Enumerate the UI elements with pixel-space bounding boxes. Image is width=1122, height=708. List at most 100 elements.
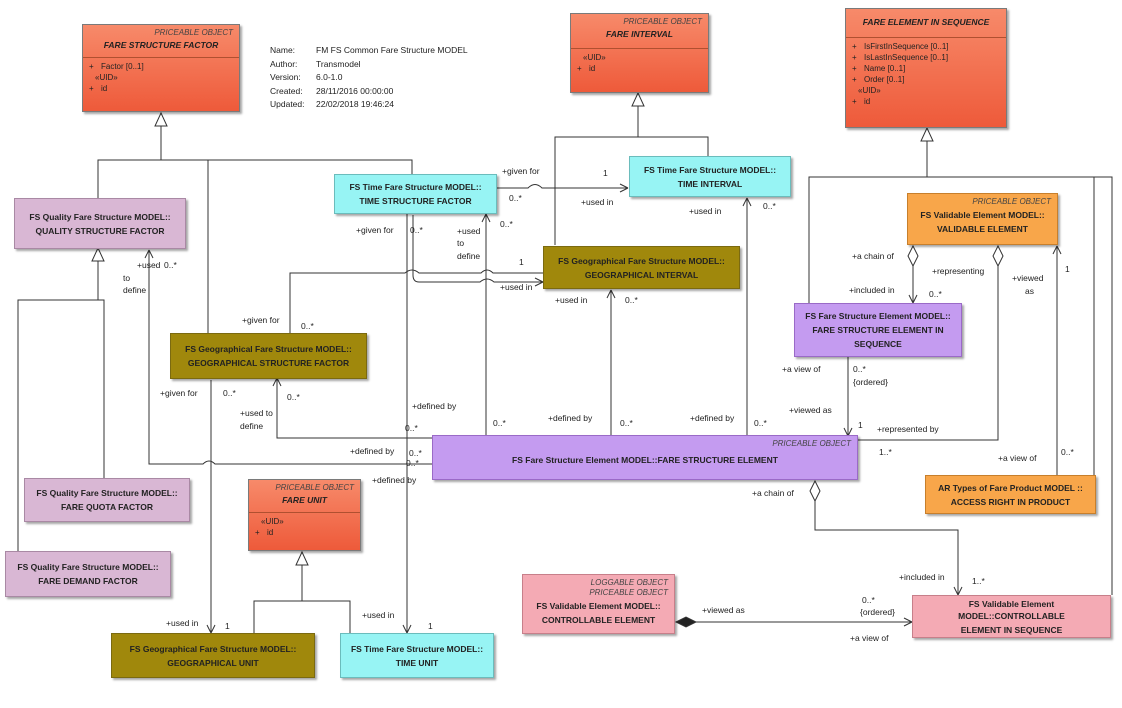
role-label: +used in bbox=[166, 618, 199, 628]
class-fare-structure-element-in-sequence[interactable]: FS Fare Structure Element MODEL:: FARE S… bbox=[794, 303, 962, 357]
assoc-gsf-gi bbox=[289, 269, 543, 333]
meta-updated-key: Updated: bbox=[270, 99, 305, 109]
role-label: +given for bbox=[502, 166, 540, 176]
meta-version: 6.0-1.0 bbox=[316, 72, 343, 82]
class-validable-element[interactable]: PRICEABLE OBJECT FS Validable Element MO… bbox=[907, 193, 1058, 245]
attribute: IsFirstInSequence [0..1] bbox=[864, 42, 949, 51]
class-geographical-interval[interactable]: FS Geographical Fare Structure MODEL:: G… bbox=[543, 246, 740, 289]
multiplicity: 0..* bbox=[287, 392, 300, 402]
role-label: +used bbox=[137, 260, 161, 270]
class-title-line2: TIME STRUCTURE FACTOR bbox=[359, 196, 472, 206]
role-label: +representing bbox=[932, 266, 985, 276]
class-title-line1: FS Geographical Fare Structure MODEL:: bbox=[558, 255, 725, 266]
generalization-demand bbox=[17, 250, 99, 551]
visibility: + bbox=[577, 64, 582, 73]
role-label: as bbox=[1025, 286, 1034, 296]
generalization-quality-factor bbox=[97, 115, 162, 198]
class-title: FARE UNIT bbox=[282, 495, 327, 505]
class-time-structure-factor[interactable]: FS Time Fare Structure MODEL:: TIME STRU… bbox=[334, 174, 497, 214]
stereotype: PRICEABLE OBJECT bbox=[623, 17, 702, 26]
role-label: +given for bbox=[160, 388, 198, 398]
multiplicity: 1 bbox=[603, 168, 608, 178]
class-fare-structure-factor[interactable]: PRICEABLE OBJECT FARE STRUCTURE FACTOR +… bbox=[82, 24, 240, 112]
assoc-tsf-gi bbox=[412, 215, 543, 283]
visibility: + bbox=[255, 528, 260, 537]
visibility: + bbox=[852, 53, 857, 62]
role-label: to bbox=[123, 273, 131, 283]
class-access-right-in-product[interactable]: AR Types of Fare Product MODEL :: ACCESS… bbox=[925, 475, 1096, 514]
generalization-geo-unit bbox=[253, 554, 303, 633]
class-fare-element-in-sequence[interactable]: FARE ELEMENT IN SEQUENCE + IsFirstInSeque… bbox=[845, 8, 1007, 128]
class-quality-structure-factor[interactable]: FS Quality Fare Structure MODEL:: QUALIT… bbox=[14, 198, 186, 249]
constraint: {ordered} bbox=[853, 377, 888, 387]
meta-author: Transmodel bbox=[316, 58, 361, 69]
meta-updated: 22/02/2018 19:46:24 bbox=[316, 99, 394, 109]
generalization-quota bbox=[98, 299, 105, 478]
stereotype-2: PRICEABLE OBJECT bbox=[589, 588, 668, 597]
class-title-line1: FS Fare Structure Element MODEL:: bbox=[805, 311, 951, 321]
multiplicity: 0..* bbox=[862, 595, 875, 605]
multiplicity: 0..* bbox=[509, 193, 522, 203]
class-fare-interval[interactable]: PRICEABLE OBJECT FARE INTERVAL «UID» +id bbox=[570, 13, 709, 93]
role-label: +viewed as bbox=[702, 605, 745, 615]
role-label: +a view of bbox=[998, 453, 1037, 463]
stereotype: PRICEABLE OBJECT bbox=[275, 483, 354, 492]
stereotype: PRICEABLE OBJECT bbox=[972, 197, 1051, 206]
class-title-line1: FS Quality Fare Structure MODEL:: bbox=[17, 562, 159, 572]
class-controllable-element-in-sequence[interactable]: FS Validable Element MODEL::CONTROLLABLE… bbox=[912, 595, 1111, 638]
class-geographical-structure-factor[interactable]: FS Geographical Fare Structure MODEL:: G… bbox=[170, 333, 367, 379]
meta-version-key: Version: bbox=[270, 72, 301, 82]
class-time-unit[interactable]: FS Time Fare Structure MODEL:: TIME UNIT bbox=[340, 633, 494, 678]
class-title-line2: ELEMENT IN SEQUENCE bbox=[960, 624, 1063, 635]
uid-stereotype: «UID» bbox=[583, 53, 606, 62]
class-fare-unit[interactable]: PRICEABLE OBJECT FARE UNIT «UID» +id bbox=[248, 479, 361, 551]
role-label: +defined by bbox=[548, 413, 593, 423]
assoc-qsf-fse bbox=[148, 250, 432, 465]
class-title-line1: FS Geographical Fare Structure MODEL:: bbox=[185, 344, 352, 354]
class-title-line2: ACCESS RIGHT IN PRODUCT bbox=[950, 496, 1071, 507]
meta-created-key: Created: bbox=[270, 85, 303, 96]
class-controllable-element[interactable]: LOGGABLE OBJECT PRICEABLE OBJECT FS Vali… bbox=[522, 574, 675, 634]
multiplicity: 1 bbox=[225, 621, 230, 631]
attribute: id bbox=[267, 528, 274, 537]
class-title-line2: QUALITY STRUCTURE FACTOR bbox=[35, 225, 165, 236]
attributes-compartment: +Factor [0..1] «UID» +id bbox=[83, 57, 239, 97]
role-label: +a chain of bbox=[752, 488, 794, 498]
role-label: define bbox=[240, 421, 264, 431]
attributes-compartment: «UID» +id bbox=[249, 512, 360, 541]
class-title: FARE ELEMENT IN SEQUENCE bbox=[862, 17, 990, 27]
class-title-line1: FS Quality Fare Structure MODEL:: bbox=[36, 488, 178, 498]
class-fare-quota-factor[interactable]: FS Quality Fare Structure MODEL:: FARE Q… bbox=[24, 478, 190, 522]
class-title-line2: FARE STRUCTURE ELEMENT IN bbox=[812, 325, 944, 335]
class-fare-structure-element[interactable]: PRICEABLE OBJECT FS Fare Structure Eleme… bbox=[432, 435, 858, 480]
multiplicity: 0..* bbox=[853, 364, 866, 374]
attributes-compartment: +IsFirstInSequence [0..1] +IsLastInSeque… bbox=[846, 37, 1006, 110]
class-title-line1: FS Validable Element MODEL:: bbox=[536, 601, 661, 611]
class-time-interval[interactable]: FS Time Fare Structure MODEL:: TIME INTE… bbox=[629, 156, 791, 197]
meta-name: FM FS Common Fare Structure MODEL bbox=[316, 45, 468, 55]
attribute: Order [0..1] bbox=[864, 75, 905, 84]
role-label: +used in bbox=[689, 206, 722, 216]
meta-author-key: Author: bbox=[270, 58, 298, 69]
class-title-line1: FS Time Fare Structure MODEL:: bbox=[643, 164, 777, 175]
class-title-line2: FARE QUOTA FACTOR bbox=[61, 502, 153, 512]
visibility: + bbox=[852, 97, 857, 106]
class-geographical-unit[interactable]: FS Geographical Fare Structure MODEL:: G… bbox=[111, 633, 315, 678]
class-title-line2: VALIDABLE ELEMENT bbox=[937, 224, 1028, 234]
role-label: +defined by bbox=[690, 413, 735, 423]
generalization-time-interval bbox=[638, 136, 709, 156]
assoc-fse-ceis bbox=[814, 481, 959, 595]
attribute: Name [0..1] bbox=[864, 64, 906, 73]
role-label: +used in bbox=[555, 295, 588, 305]
visibility: + bbox=[852, 42, 857, 51]
class-title-line1: AR Types of Fare Product MODEL :: bbox=[938, 482, 1083, 493]
class-title-line1: FS Validable Element MODEL::CONTROLLABLE bbox=[958, 598, 1065, 621]
stereotype-1: LOGGABLE OBJECT bbox=[590, 578, 668, 587]
uid-stereotype: «UID» bbox=[858, 86, 881, 95]
multiplicity: 0..* bbox=[410, 225, 423, 235]
visibility: + bbox=[89, 62, 94, 71]
role-label: +given for bbox=[356, 225, 394, 235]
class-fare-demand-factor[interactable]: FS Quality Fare Structure MODEL:: FARE D… bbox=[5, 551, 171, 597]
role-label: +used in bbox=[500, 282, 533, 292]
